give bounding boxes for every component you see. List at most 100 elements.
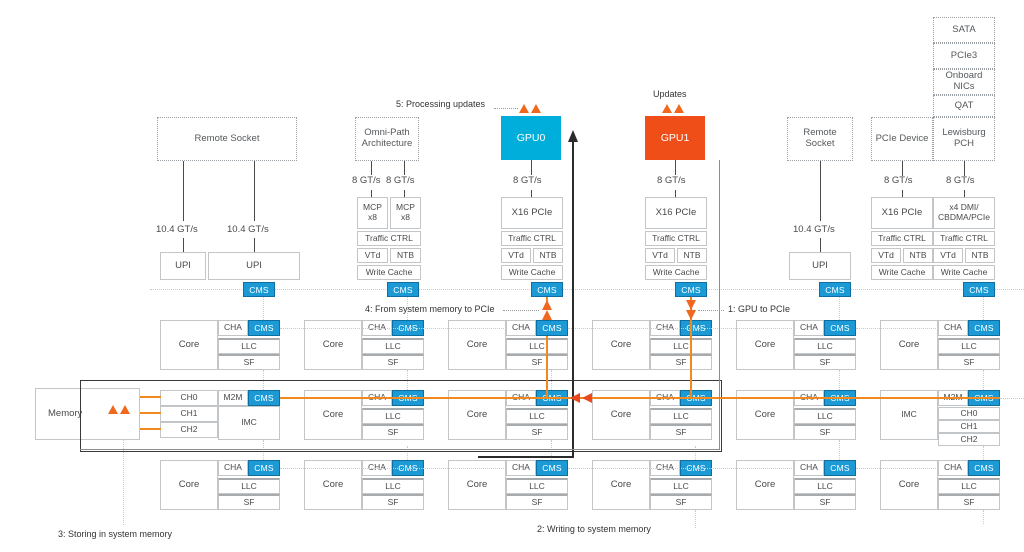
cha-tile: CHA: [938, 320, 968, 336]
sf-tile: SF: [794, 424, 856, 440]
llc-tile: LLC: [506, 338, 568, 354]
core-label: Core: [610, 408, 632, 420]
cms-label: CMS: [542, 323, 562, 333]
imc-label: IMC: [241, 417, 257, 428]
port-upi-1: UPI: [160, 252, 206, 280]
cha-label: CHA: [224, 322, 242, 333]
triangle-marker-icon: [519, 104, 529, 113]
speed-label: 10.4 GT/s: [227, 224, 269, 235]
llc-tile: LLC: [938, 478, 1000, 494]
mesh-bus-line: [150, 289, 1024, 290]
sf-label: SF: [387, 356, 399, 367]
llc-label: LLC: [673, 340, 689, 351]
x16-pcie-gpu0-label: X16 PCIe: [511, 206, 553, 218]
cha-label: CHA: [512, 462, 530, 473]
link-line: [964, 161, 965, 176]
write-cache-label: Write Cache: [365, 266, 413, 277]
cms-node[interactable]: CMS: [248, 460, 280, 476]
gpu1-vtd: VTd: [645, 248, 675, 263]
core-label: Core: [610, 338, 632, 350]
sf-tile: SF: [650, 424, 712, 440]
x16-pcie-gpu1-label: X16 PCIe: [655, 206, 697, 218]
cha-tile: CHA: [218, 460, 248, 476]
sf-label: SF: [387, 426, 399, 437]
cms-label: CMS: [681, 284, 701, 295]
pciedev-ntb: NTB: [903, 248, 933, 263]
memory-domain-frame: [80, 380, 722, 452]
mesh-link: [983, 510, 984, 524]
remote-socket-right-label: Remote Socket: [803, 127, 837, 149]
cms-node[interactable]: CMS: [824, 320, 856, 336]
mesh-link: [856, 328, 938, 329]
cms-gpu1[interactable]: CMS: [675, 282, 707, 297]
llc-label: LLC: [529, 480, 545, 491]
speed-label: 8 GT/s: [386, 175, 415, 186]
data-path-orange: [690, 297, 692, 398]
cms-node[interactable]: CMS: [968, 320, 1000, 336]
cms-node[interactable]: CMS: [248, 390, 280, 406]
cms-node[interactable]: CMS: [824, 460, 856, 476]
arrowhead-up-icon: [542, 310, 552, 320]
sf-tile: SF: [650, 494, 712, 510]
mesh-link: [839, 297, 840, 320]
llc-label: LLC: [529, 410, 545, 421]
cha-label: CHA: [368, 322, 386, 333]
llc-label: LLC: [241, 340, 257, 351]
triangle-marker-icon: [674, 104, 684, 113]
mesh-link: [856, 468, 938, 469]
port-x4-dmi: x4 DMI/ CBDMA/PCIe: [933, 197, 995, 229]
pch-ntb: NTB: [965, 248, 995, 263]
cms-pch[interactable]: CMS: [963, 282, 995, 297]
cms-omnipath[interactable]: CMS: [387, 282, 419, 297]
llc-tile: LLC: [362, 338, 424, 354]
mesh-link: [983, 297, 984, 320]
cms-node[interactable]: CMS: [536, 460, 568, 476]
ntb-label: NTB: [683, 249, 701, 260]
llc-label: LLC: [961, 480, 977, 491]
cms-label: CMS: [393, 284, 413, 295]
cms-upi-right[interactable]: CMS: [819, 282, 851, 297]
block-omnipath: Omni-Path Architecture: [355, 117, 419, 161]
vtd-label: VTd: [878, 249, 894, 260]
core-label: Core: [466, 478, 488, 490]
sf-label: SF: [819, 426, 831, 437]
port-upi-2: UPI: [208, 252, 300, 280]
llc-tile: LLC: [506, 478, 568, 494]
cms-node[interactable]: CMS: [248, 320, 280, 336]
channel-tile: CH1: [938, 420, 1000, 433]
link-line: [964, 190, 965, 197]
llc-label: LLC: [385, 340, 401, 351]
annotation-leader: [494, 108, 518, 109]
write-cache-label: Write Cache: [940, 266, 988, 277]
sf-tile: SF: [362, 354, 424, 370]
data-path-orange: [546, 297, 548, 307]
gpu0-write-cache: Write Cache: [501, 265, 563, 280]
llc-label: LLC: [385, 410, 401, 421]
cms-node[interactable]: CMS: [968, 460, 1000, 476]
pch-vtd: VTd: [933, 248, 963, 263]
sf-tile: SF: [650, 354, 712, 370]
cms-node[interactable]: CMS: [536, 320, 568, 336]
cms-label: CMS: [542, 463, 562, 473]
annotation-step5: 5: Processing updates: [396, 99, 486, 109]
vtd-label: VTd: [508, 249, 524, 260]
cha-tile: CHA: [794, 460, 824, 476]
data-path-orange: [140, 412, 161, 414]
cms-upi-left[interactable]: CMS: [243, 282, 275, 297]
write-cache-label: Write Cache: [878, 266, 926, 277]
sf-tile: SF: [794, 354, 856, 370]
link-line: [183, 238, 184, 252]
gpu1-traffic-ctrl: Traffic CTRL: [645, 231, 707, 246]
data-path-black: [572, 138, 574, 458]
sf-label: SF: [675, 426, 687, 437]
port-x16-pcie-device: X16 PCIe: [871, 197, 933, 229]
onboard-nics-label: Onboard NICs: [945, 70, 983, 92]
link-line: [675, 160, 676, 175]
link-line: [531, 160, 532, 175]
cms-gpu0[interactable]: CMS: [531, 282, 563, 297]
port-x16-pcie-gpu1: X16 PCIe: [645, 197, 707, 229]
block-sata: SATA: [933, 17, 995, 43]
cms-label: CMS: [254, 323, 274, 333]
cha-label: CHA: [800, 462, 818, 473]
